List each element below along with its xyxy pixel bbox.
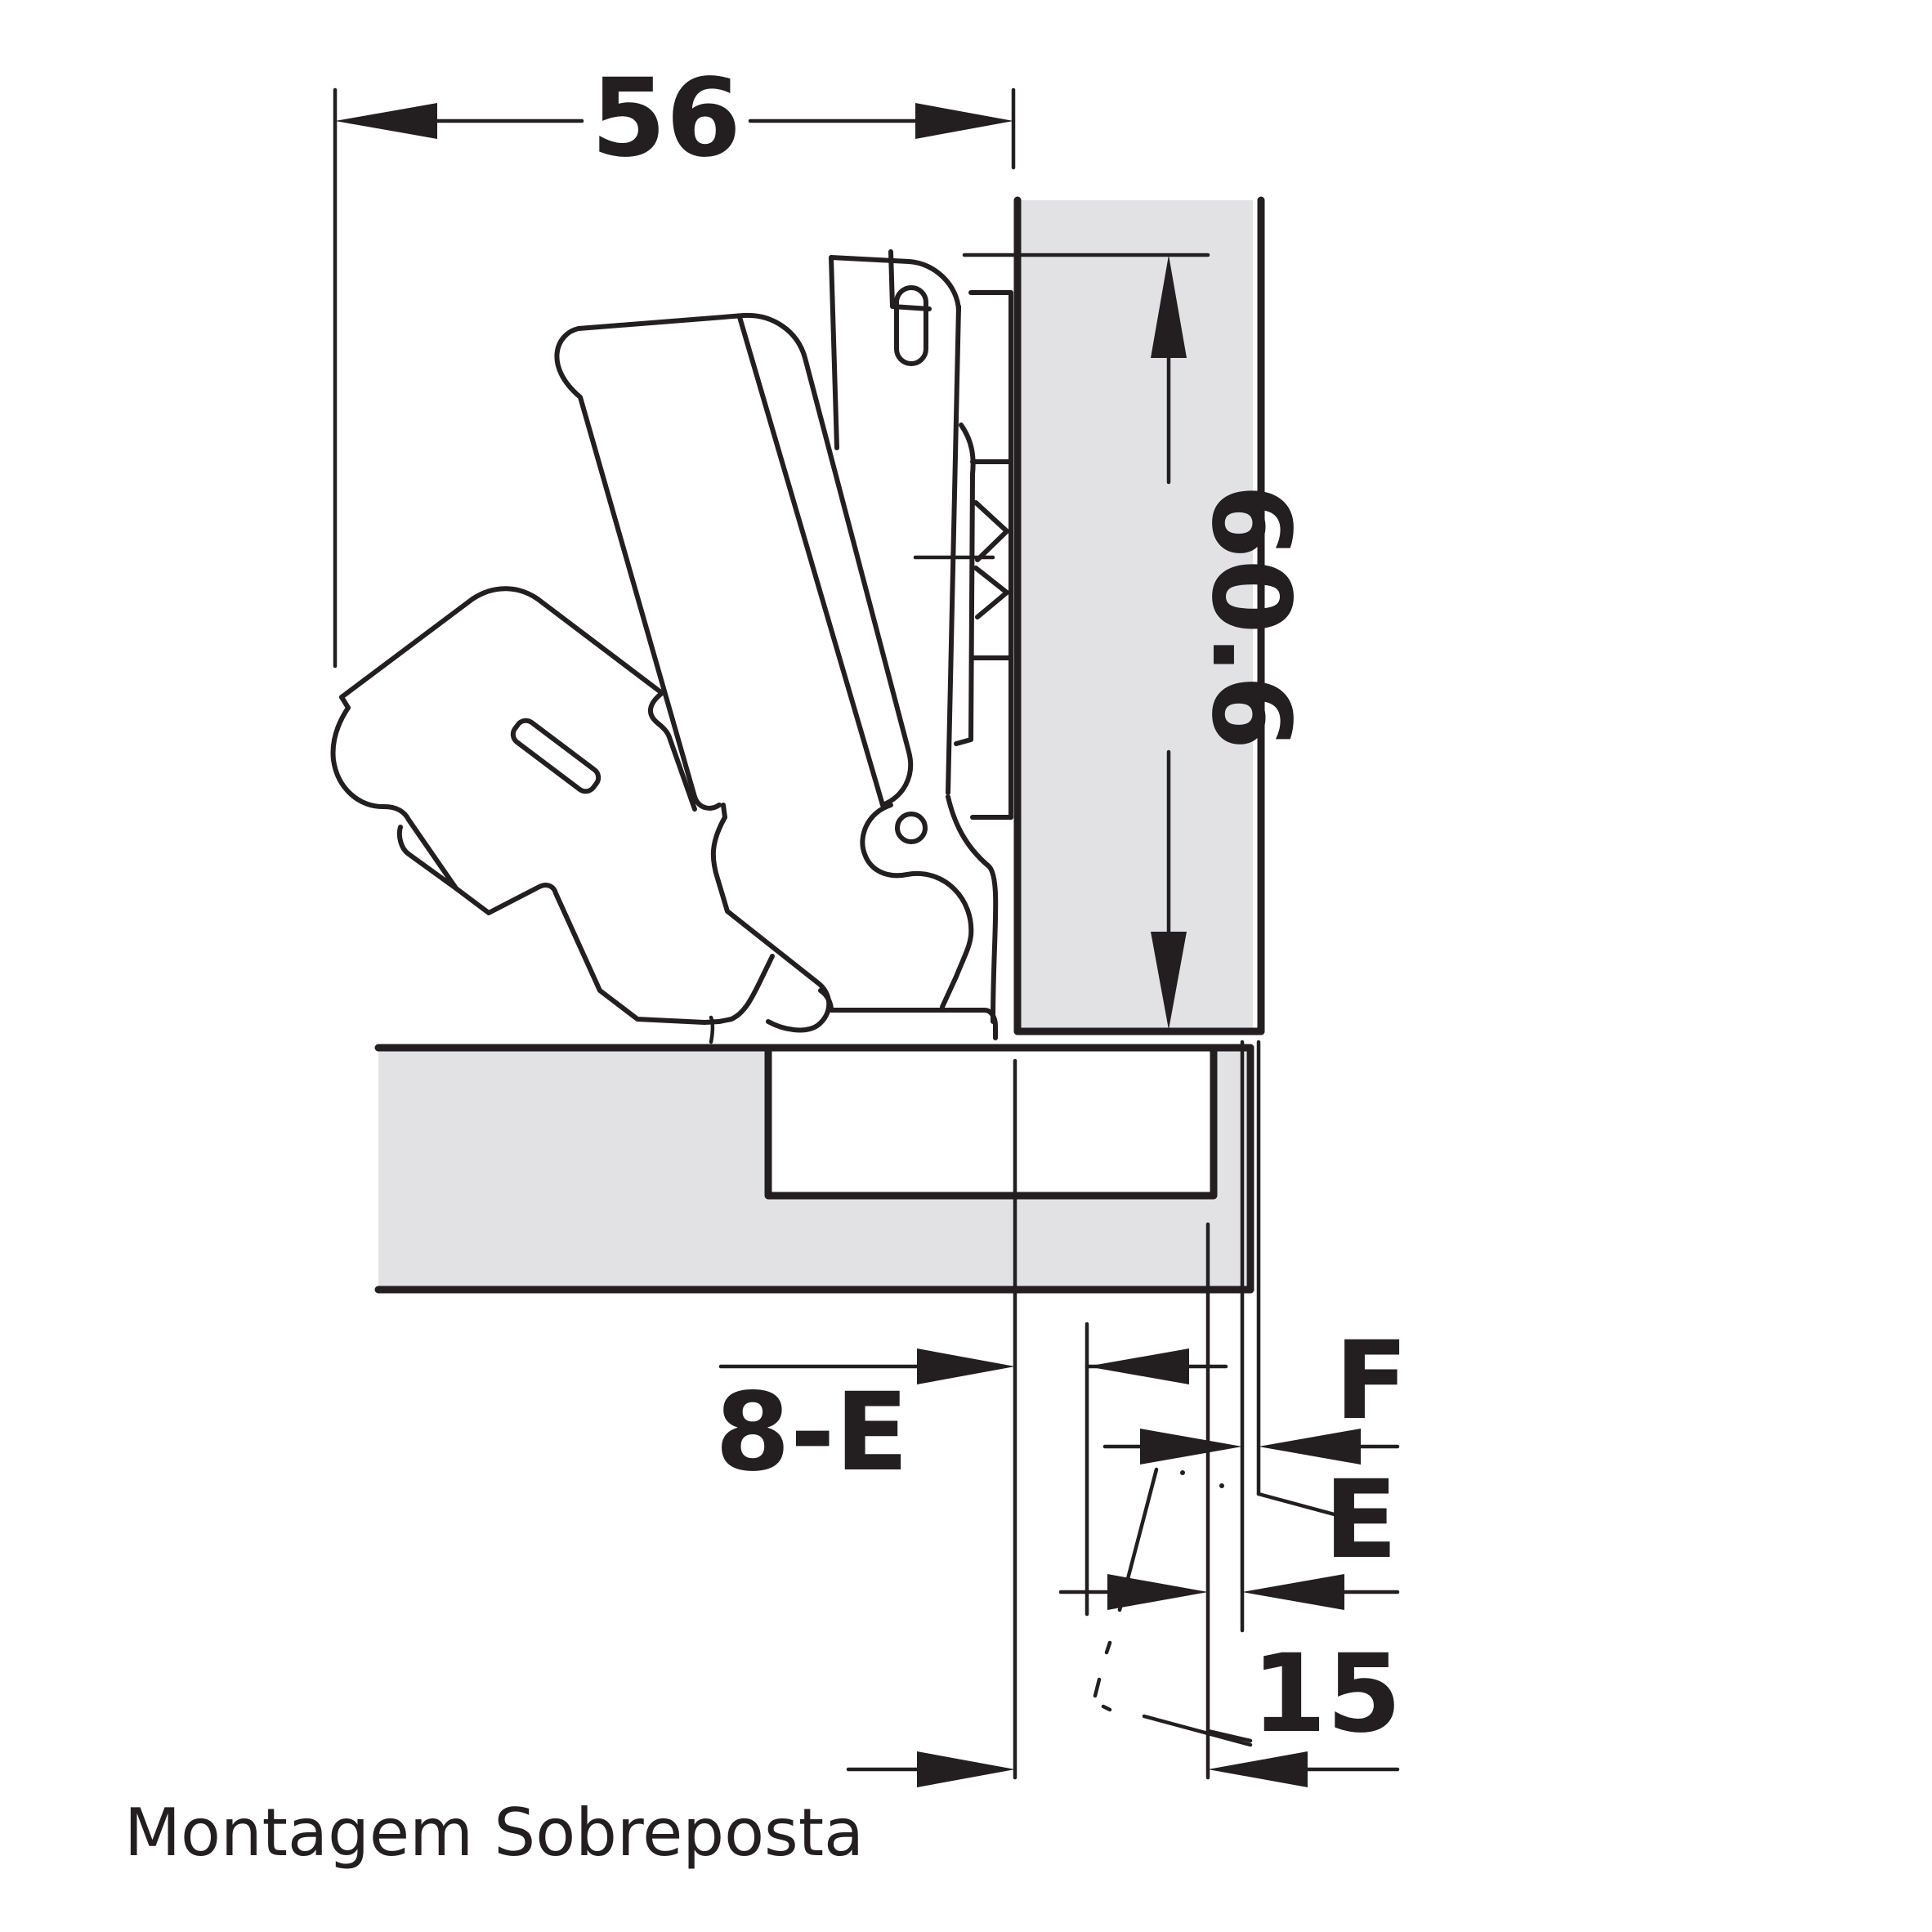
door-panel [1017,200,1253,1030]
hinge-body [554,249,1013,820]
dimension-f: F [1085,1318,1408,1465]
dimension-15: 15 [846,1631,1402,1787]
dimension-8-e: 8-E [715,1348,1015,1496]
reference-lines [1013,1040,1343,1780]
dimension-e-label: E [1324,1457,1398,1583]
door-outline [1013,196,1265,1035]
cup-recess [767,1050,1212,1196]
cabinet-side-outline [374,1044,1254,1294]
dimension-56-label: 56 [591,56,741,181]
dimension-60-6-label: 60.6 [1187,484,1313,750]
dimension-56: 56 [333,56,1016,669]
dimension-e: E [1058,1457,1400,1610]
hinge-base-plate [330,586,722,1025]
caption: Montagem Sobreposta [124,1795,864,1871]
hinge-knuckle [709,794,999,1044]
dimension-60-6: 60.6 [913,253,1313,1030]
door-swing-arc [1093,1467,1253,1747]
dimension-15-label: 15 [1251,1631,1402,1757]
dimension-8-e-label: 8-E [715,1370,909,1496]
dimension-f-label: F [1335,1318,1408,1444]
